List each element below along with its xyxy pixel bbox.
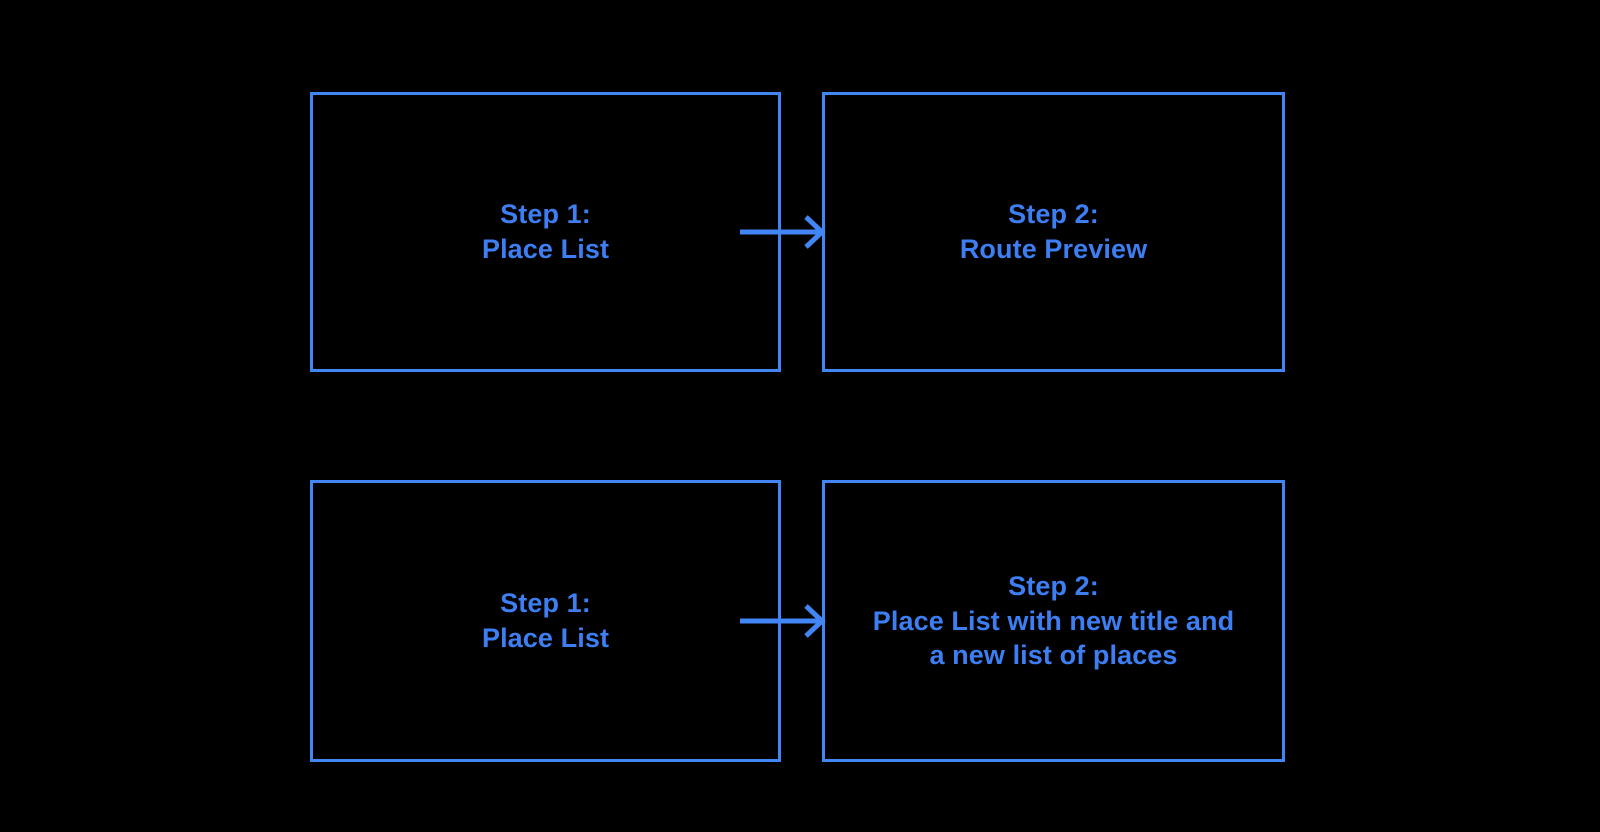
step-box-label: Step 1: Place List bbox=[481, 588, 610, 653]
step-box-label: Step 2: Route Preview bbox=[959, 199, 1148, 264]
step-box-bottom-step-2[interactable]: Step 2: Place List with new title and a … bbox=[822, 480, 1285, 762]
step-box-top-step-2[interactable]: Step 2: Route Preview bbox=[822, 92, 1285, 372]
step-box-label: Step 1: Place List bbox=[481, 199, 610, 264]
step-box-label: Step 2: Place List with new title and a … bbox=[872, 571, 1235, 671]
step-box-top-step-1[interactable]: Step 1: Place List bbox=[310, 92, 781, 372]
flow-row-bottom: Step 1: Place List Step 2: Place List wi… bbox=[0, 480, 1600, 762]
step-box-bottom-step-1[interactable]: Step 1: Place List bbox=[310, 480, 781, 762]
flow-row-top: Step 1: Place List Step 2: Route Preview bbox=[0, 92, 1600, 372]
